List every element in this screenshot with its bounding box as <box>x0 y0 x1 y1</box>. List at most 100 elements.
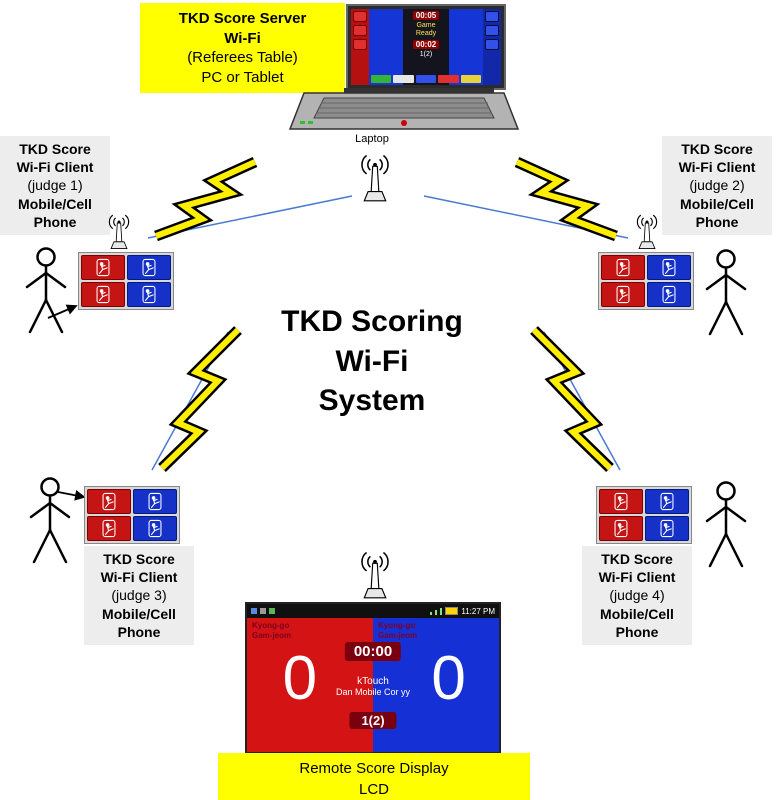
remote-screen: Kyong-go Gam-jeom Kyong-go Gam-jeom 00:0… <box>247 618 499 752</box>
red-warnings: Kyong-go Gam-jeom <box>252 621 291 642</box>
judge-label-line: Mobile/Cell <box>600 605 674 622</box>
judge1-figure <box>16 246 76 336</box>
blue-kick-button <box>645 516 689 541</box>
kick-icon <box>102 492 116 511</box>
usb-icon <box>269 608 275 614</box>
red-competitor-panel <box>247 618 373 752</box>
status-time: 11:27 PM <box>461 606 495 616</box>
judge-label-line: Mobile/Cell <box>18 195 92 212</box>
app-name: kTouch <box>357 676 389 687</box>
server-label-line: PC or Tablet <box>201 68 284 86</box>
red-kick-button <box>81 255 125 280</box>
toolbar-button <box>371 75 392 83</box>
laptop-status: Game Ready <box>416 22 436 38</box>
kick-icon <box>102 519 116 538</box>
judge2-phone-client <box>598 252 694 310</box>
kick-icon <box>148 519 162 538</box>
remote-label-line: Remote Score Display <box>299 760 449 777</box>
title-line: TKD Scoring <box>281 305 463 338</box>
blue-kick-button <box>647 255 691 280</box>
blue-kick-button <box>645 489 689 514</box>
red-score-button <box>353 25 367 36</box>
judge-label-line: Mobile/Cell <box>102 605 176 622</box>
red-kick-button <box>601 282 645 307</box>
server-label-box: TKD Score Server Wi-Fi (Referees Table) … <box>140 3 345 93</box>
judge-label-line: Phone <box>615 623 659 640</box>
judge3-figure <box>20 476 80 566</box>
judge-label-line: Wi-Fi Client <box>678 159 756 176</box>
toolbar-button <box>393 75 414 83</box>
laptop-screen: 00:05 Game Ready 00:02 1(2) <box>351 9 501 85</box>
red-kick-button <box>599 489 643 514</box>
red-score-button <box>353 11 367 22</box>
laptop-toolbar <box>371 75 482 83</box>
judge4-label-box: TKD Score Wi-Fi Client (judge 4) Mobile/… <box>582 546 692 645</box>
judge-label-line: (judge 2) <box>689 177 745 194</box>
red-score: 0 <box>282 644 318 713</box>
sd-card-icon <box>260 608 266 614</box>
kick-icon <box>614 519 628 538</box>
judge-label-line: Phone <box>33 213 77 230</box>
title-line: System <box>318 384 426 418</box>
battery-icon <box>445 607 459 615</box>
kick-icon <box>96 285 110 304</box>
status-bar: 11:27 PM <box>247 604 499 618</box>
server-label-line: TKD Score Server <box>178 10 307 27</box>
kick-icon <box>662 285 676 304</box>
judge-label-line: TKD Score <box>681 141 753 157</box>
laptop-score-panel: 00:05 Game Ready 00:02 1(2) <box>403 9 449 85</box>
judge1-phone-client <box>78 252 174 310</box>
judge4-phone-client <box>596 486 692 544</box>
kick-icon <box>614 492 628 511</box>
signal-bar-icon <box>435 610 438 615</box>
kick-icon <box>96 258 110 277</box>
blue-kick-button <box>133 489 177 514</box>
judge-label-line: TKD Score <box>19 141 91 157</box>
blue-competitor-panel <box>373 618 499 752</box>
signal-bar-icon <box>440 608 443 615</box>
laptop-status-line: Game <box>416 22 436 29</box>
laptop-status-line: Ready <box>415 30 437 38</box>
blue-kick-button <box>133 516 177 541</box>
judge-label-line: Phone <box>117 623 161 640</box>
judge3-label-box: TKD Score Wi-Fi Client (judge 3) Mobile/… <box>84 546 194 645</box>
match-timer: 00:00 <box>344 642 402 661</box>
red-score-button <box>353 39 367 50</box>
blue-score-button <box>485 11 499 22</box>
kick-icon <box>660 492 674 511</box>
judge-label-line: Phone <box>695 213 739 230</box>
laptop: 00:05 Game Ready 00:02 1(2) <box>346 4 506 90</box>
kick-icon <box>662 258 676 277</box>
laptop-timer: 00:05 <box>412 11 440 20</box>
laptop-screen-blue-buttons <box>483 9 501 85</box>
laptop-timer-2: 00:02 <box>412 40 440 50</box>
judge-label-line: TKD Score <box>601 551 673 567</box>
laptop-caption: Laptop <box>355 133 389 145</box>
server-label-line: Wi-Fi <box>224 29 261 47</box>
title-line: Wi-Fi <box>335 344 409 378</box>
red-kick-button <box>87 489 131 514</box>
kick-icon <box>148 492 162 511</box>
laptop-screen-center: 00:05 Game Ready 00:02 1(2) <box>369 9 483 85</box>
warning-label: Kyong-go <box>252 621 290 630</box>
red-kick-button <box>601 255 645 280</box>
judge1-label-box: TKD Score Wi-Fi Client (judge 1) Mobile/… <box>0 136 110 235</box>
round-indicator: 1(2) <box>349 712 397 729</box>
laptop-base <box>288 88 520 130</box>
judge-label-line: Wi-Fi Client <box>16 159 94 176</box>
remote-score-display: 11:27 PM Kyong-go Gam-jeom Kyong-go Gam-… <box>245 602 501 754</box>
judge2-figure <box>696 248 756 338</box>
judge-label-line: Wi-Fi Client <box>100 569 178 586</box>
judge-label-line: TKD Score <box>103 551 175 567</box>
laptop-round: 1(2) <box>419 51 433 59</box>
blue-score-button <box>485 39 499 50</box>
warning-label: Gam-jeom <box>252 631 292 641</box>
remote-display-label-box: Remote Score Display LCD <box>218 753 530 800</box>
blue-score-button <box>485 25 499 36</box>
blue-score: 0 <box>431 644 466 713</box>
remote-label-line: LCD <box>358 781 389 798</box>
judge2-wifi-antenna-icon <box>630 208 664 254</box>
warning-label: Kyong-go <box>378 621 416 630</box>
judge-label-line: (judge 1) <box>27 177 83 194</box>
